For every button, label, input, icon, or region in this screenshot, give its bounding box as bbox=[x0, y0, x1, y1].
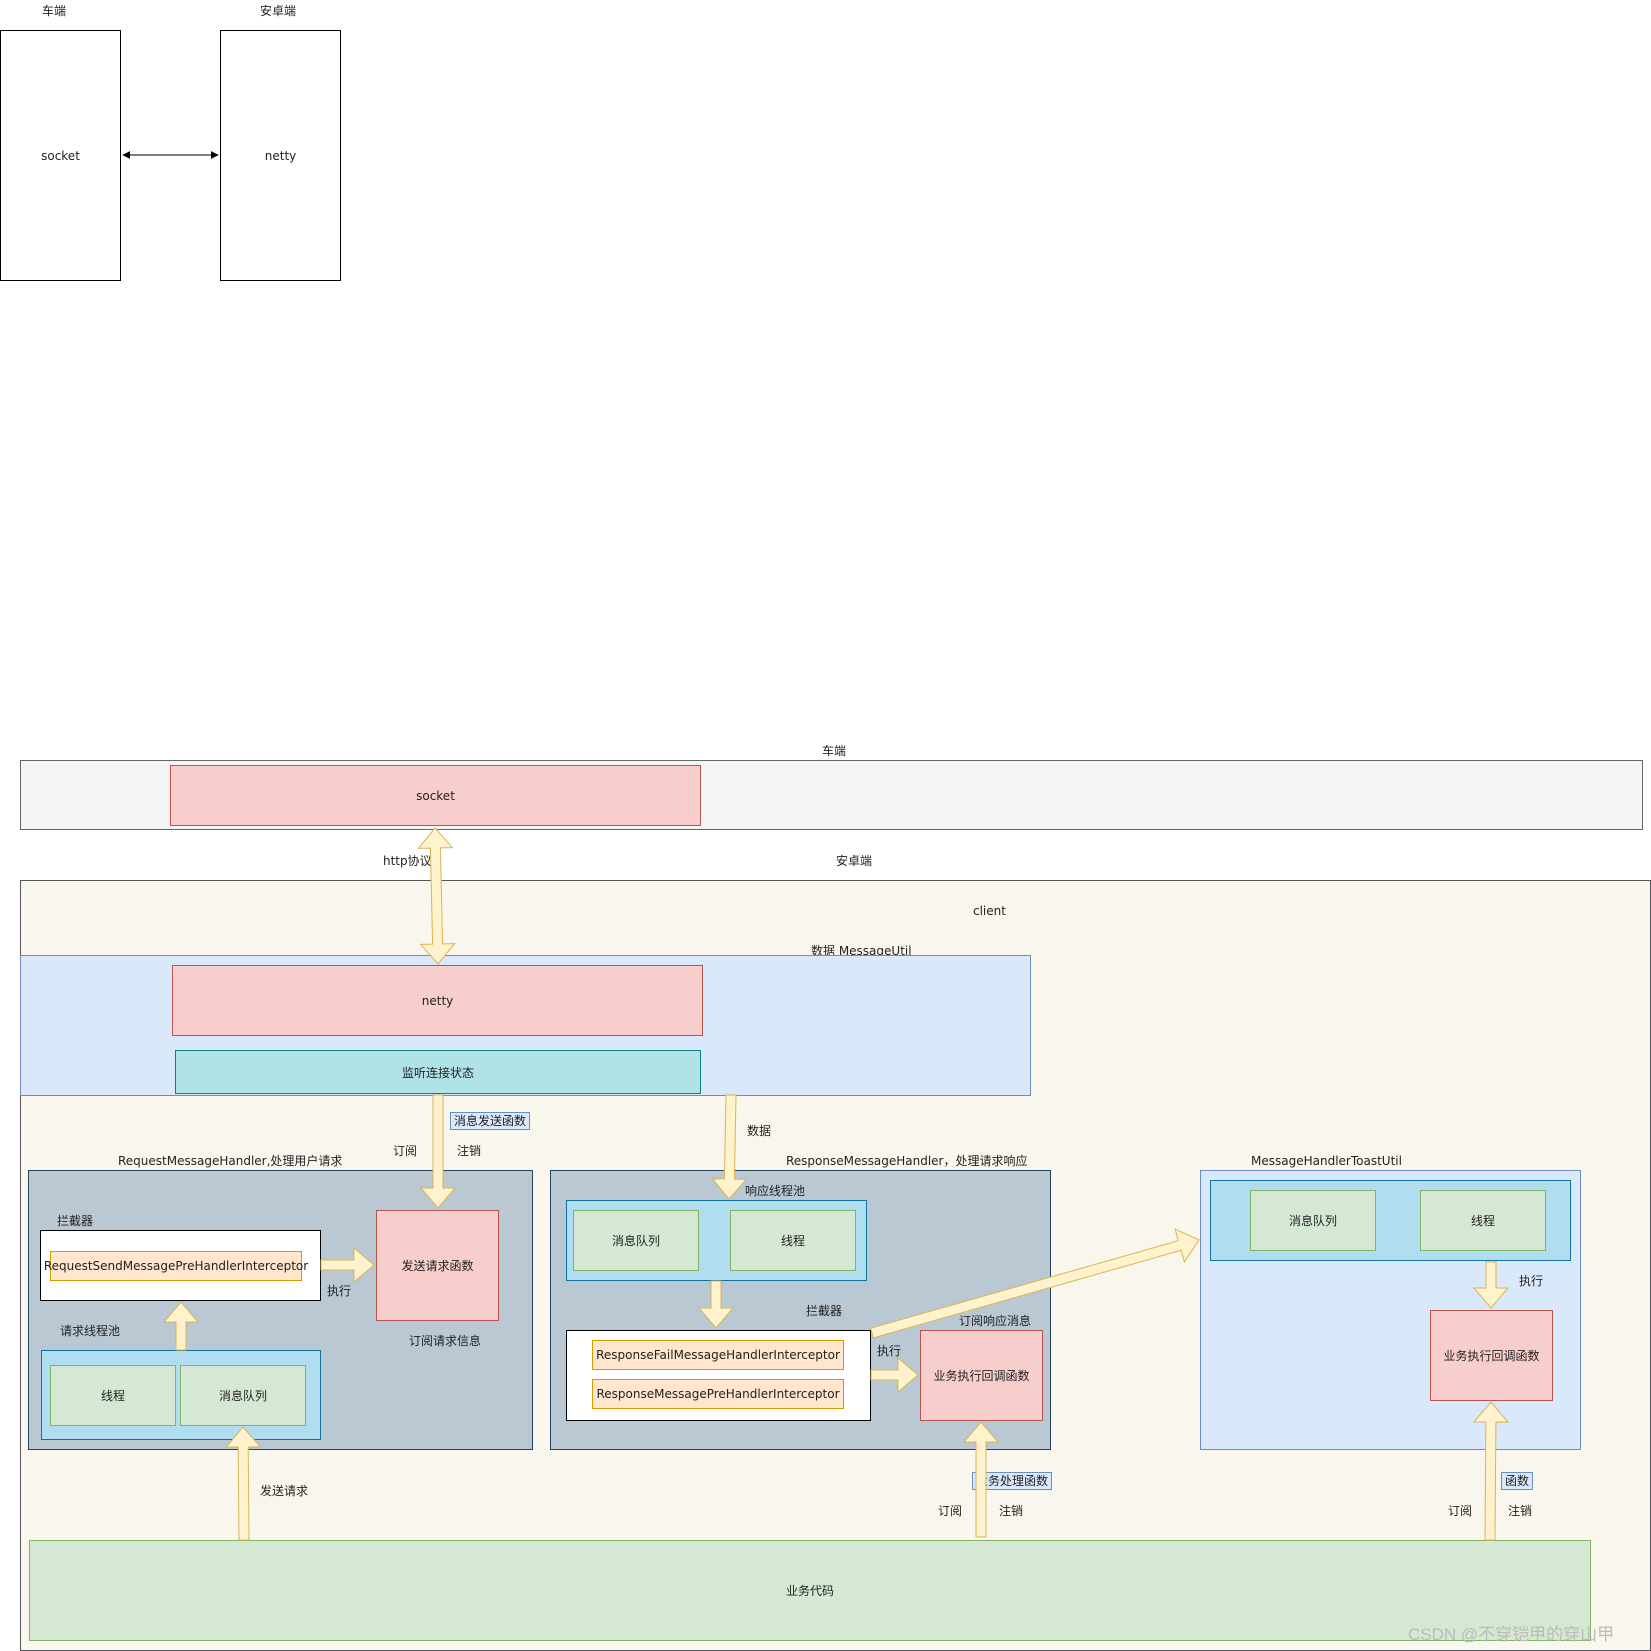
subscribe-label-2: 订阅 bbox=[938, 1504, 963, 1518]
request-queue-label: 消息队列 bbox=[218, 1389, 267, 1403]
watermark: CSDN @不穿铠甲的穿山甲 bbox=[1408, 1625, 1615, 1644]
toast-queue-label: 消息队列 bbox=[1288, 1214, 1337, 1228]
toast-thread-label: 线程 bbox=[1470, 1214, 1495, 1228]
request-pool-to-interceptor-arrow bbox=[162, 1301, 200, 1351]
response-thread-box[interactable]: 线程 bbox=[730, 1210, 856, 1271]
subscribe-response-label: 订阅响应消息 bbox=[959, 1314, 1032, 1328]
response-pre-interceptor-item[interactable]: ResponseMessagePreHandlerInterceptor bbox=[592, 1379, 844, 1409]
client-label: client bbox=[973, 904, 1006, 918]
request-interceptor-item-label: RequestSendMessagePreHandlerInterceptor bbox=[43, 1259, 309, 1273]
toast-callback-box[interactable]: 业务执行回调函数 bbox=[1430, 1310, 1553, 1401]
response-interceptor-to-callback-arrow bbox=[870, 1356, 919, 1394]
response-to-toast-util-arrow bbox=[869, 1228, 1200, 1339]
request-thread-box[interactable]: 线程 bbox=[50, 1365, 176, 1426]
toast-queue-box[interactable]: 消息队列 bbox=[1250, 1190, 1376, 1251]
http-protocol-label: http协议 bbox=[383, 854, 432, 868]
message-util-label: 数据 MessageUtil bbox=[811, 944, 912, 958]
top-car-label: 车端 bbox=[42, 4, 67, 18]
response-queue-label: 消息队列 bbox=[611, 1234, 660, 1248]
data-label: 数据 bbox=[747, 1124, 772, 1138]
top-netty-label: netty bbox=[264, 148, 297, 163]
unsubscribe-label-1: 注销 bbox=[457, 1144, 482, 1158]
car-socket-label: socket bbox=[416, 788, 455, 803]
send-request-fn-label: 发送请求函数 bbox=[401, 1259, 474, 1273]
toast-util-title: MessageHandlerToastUtil bbox=[1251, 1154, 1402, 1168]
response-fail-interceptor-item[interactable]: ResponseFailMessageHandlerInterceptor bbox=[592, 1340, 844, 1370]
response-callback-label: 业务执行回调函数 bbox=[933, 1369, 1030, 1383]
top-netty-box[interactable]: netty bbox=[220, 30, 341, 281]
response-fail-interceptor-label: ResponseFailMessageHandlerInterceptor bbox=[596, 1348, 840, 1362]
subscribe-label-3: 订阅 bbox=[1448, 1504, 1473, 1518]
netty-label: netty bbox=[421, 993, 454, 1008]
car-label: 车端 bbox=[822, 744, 847, 758]
request-queue-box[interactable]: 消息队列 bbox=[180, 1365, 306, 1426]
unsubscribe-label-2: 注销 bbox=[999, 1504, 1024, 1518]
request-thread-label: 线程 bbox=[100, 1389, 125, 1403]
top-socket-label: socket bbox=[41, 148, 80, 163]
send-request-fn-box[interactable]: 发送请求函数 bbox=[376, 1210, 499, 1321]
toast-thread-box[interactable]: 线程 bbox=[1420, 1190, 1546, 1251]
response-thread-label: 线程 bbox=[780, 1234, 805, 1248]
listen-connection-box[interactable]: 监听连接状态 bbox=[175, 1050, 701, 1094]
top-android-label: 安卓端 bbox=[260, 4, 297, 18]
business-code-label: 业务代码 bbox=[785, 1584, 834, 1598]
subscribe-label-1: 订阅 bbox=[393, 1144, 418, 1158]
response-callback-box[interactable]: 业务执行回调函数 bbox=[920, 1330, 1043, 1421]
response-pre-interceptor-label: ResponseMessagePreHandlerInterceptor bbox=[596, 1387, 840, 1401]
request-interceptor-label: 拦截器 bbox=[57, 1214, 94, 1228]
request-handler-title: RequestMessageHandler,处理用户请求 bbox=[118, 1154, 343, 1168]
top-socket-box[interactable]: socket bbox=[0, 30, 121, 281]
msgutil-to-response-pool-arrow bbox=[711, 1094, 748, 1200]
request-execute-label: 执行 bbox=[327, 1284, 352, 1298]
subscribe-request-info-label: 订阅请求信息 bbox=[409, 1334, 482, 1348]
function-tag: 函数 bbox=[1501, 1472, 1534, 1490]
toast-pool-to-callback-arrow bbox=[1472, 1261, 1510, 1309]
biz-handler-tag: 业务处理函数 bbox=[972, 1472, 1053, 1490]
response-handler-title: ResponseMessageHandler，处理请求响应 bbox=[786, 1154, 1028, 1168]
request-pool-label: 请求线程池 bbox=[60, 1324, 121, 1338]
toast-callback-label: 业务执行回调函数 bbox=[1443, 1349, 1540, 1363]
socket-netty-arrow bbox=[417, 827, 456, 965]
car-socket-box[interactable]: socket bbox=[170, 765, 701, 826]
toast-execute-label: 执行 bbox=[1519, 1274, 1544, 1288]
response-queue-box[interactable]: 消息队列 bbox=[573, 1210, 699, 1271]
unsubscribe-label-3: 注销 bbox=[1508, 1504, 1533, 1518]
response-execute-label: 执行 bbox=[877, 1344, 902, 1358]
msgutil-to-send-fn-arrow bbox=[419, 1094, 457, 1209]
response-interceptor-label: 拦截器 bbox=[806, 1304, 843, 1318]
response-pool-to-interceptor-arrow bbox=[697, 1280, 735, 1329]
business-code-box[interactable]: 业务代码 bbox=[29, 1540, 1591, 1641]
business-to-request-queue-arrow bbox=[225, 1426, 262, 1541]
business-to-toast-callback-arrow bbox=[1472, 1401, 1509, 1541]
response-pool-label: 响应线程池 bbox=[745, 1184, 806, 1198]
android-label: 安卓端 bbox=[836, 854, 873, 868]
business-to-response-callback-arrow bbox=[962, 1421, 1000, 1538]
interceptor-to-send-fn-arrow bbox=[320, 1246, 375, 1284]
netty-box[interactable]: netty bbox=[172, 965, 703, 1036]
send-fn-tag: 消息发送函数 bbox=[450, 1112, 531, 1130]
listen-connection-label: 监听连接状态 bbox=[401, 1065, 474, 1080]
request-interceptor-item[interactable]: RequestSendMessagePreHandlerInterceptor bbox=[44, 1251, 308, 1281]
send-request-label: 发送请求 bbox=[260, 1484, 309, 1498]
